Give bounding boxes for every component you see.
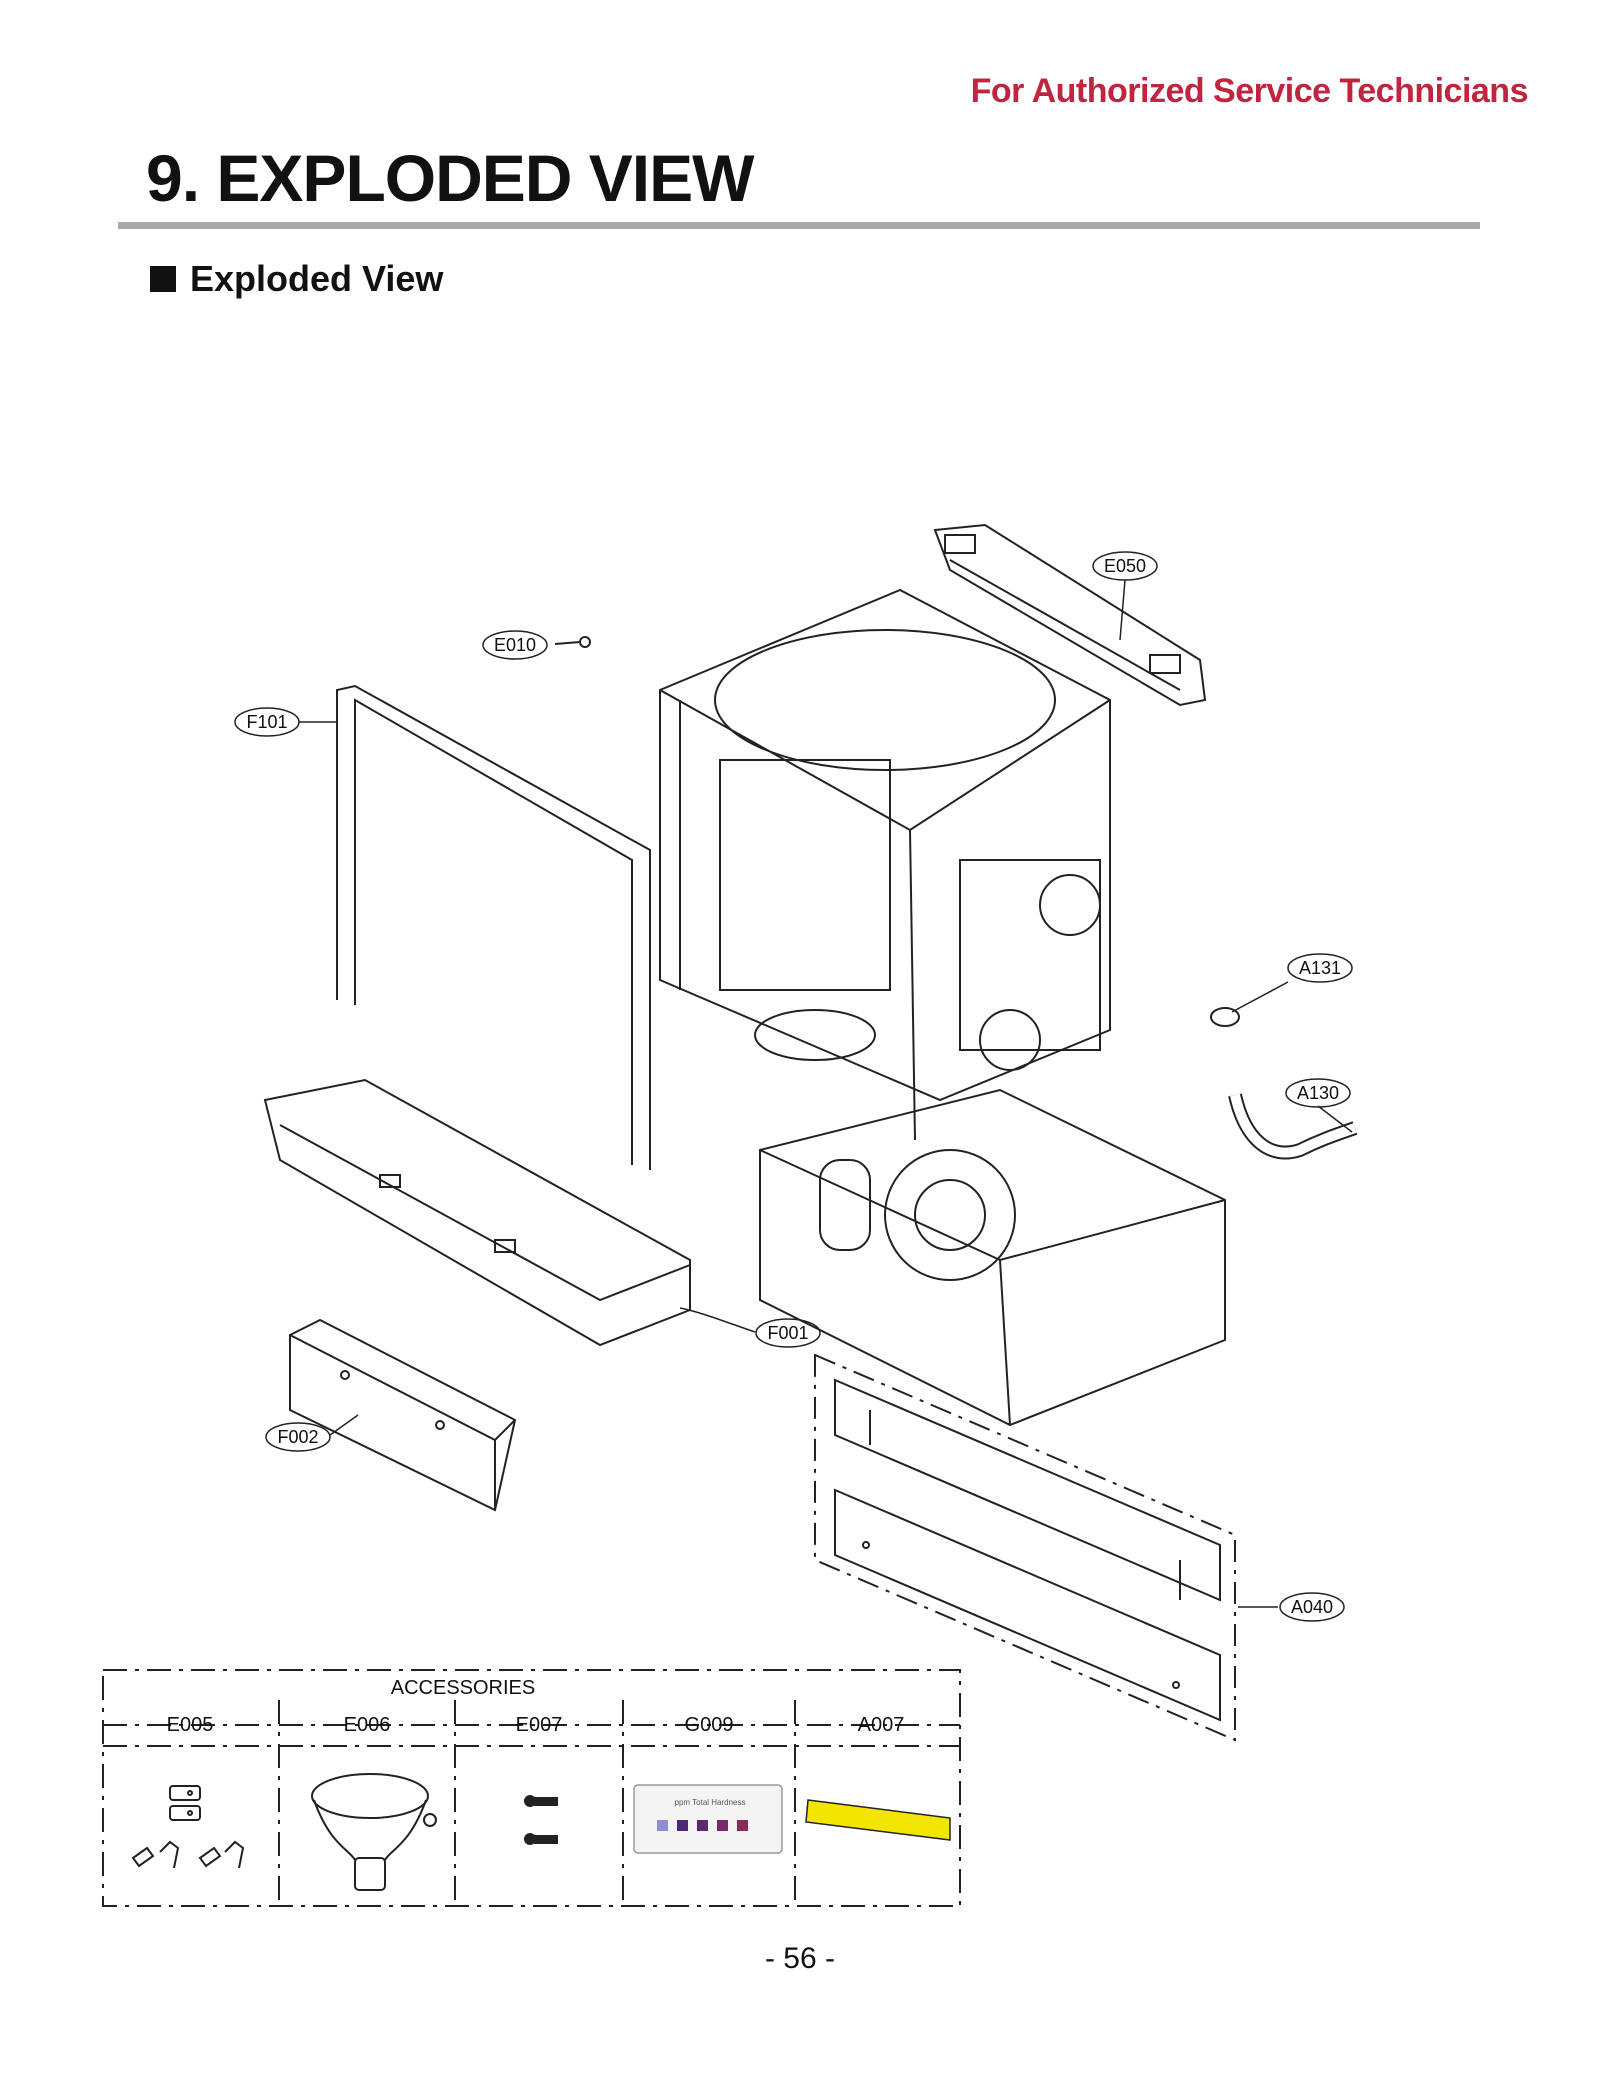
callout-a040-label: A040: [1291, 1597, 1333, 1617]
accessories-box: [102, 1669, 961, 1907]
accessory-test-strip: ppm Total Hardness: [633, 1784, 783, 1854]
callout-f101-label: F101: [246, 712, 287, 732]
callout-e010-oval: [482, 630, 548, 660]
subsection-heading: Exploded View: [150, 258, 443, 300]
callout-f002-oval: [265, 1422, 331, 1452]
test-strip-swatch-4: [717, 1820, 728, 1831]
callout-f001-label: F001: [767, 1323, 808, 1343]
part-screw-e010: [554, 636, 591, 648]
accessory-code-a007: A007: [858, 1714, 905, 1736]
test-strip-swatch-3: [697, 1820, 708, 1831]
part-base: [759, 1088, 1226, 1427]
square-bullet-icon: [150, 266, 176, 292]
page-number: - 56 -: [764, 1942, 836, 1975]
section-title: 9. EXPLODED VIEW: [146, 141, 754, 215]
callout-e050-oval: [1092, 551, 1158, 581]
callout-a130-label: A130: [1297, 1083, 1339, 1103]
accessory-funnel: [311, 1773, 437, 1891]
test-strip-swatch-5: [737, 1820, 748, 1831]
accessory-code-e005: E005: [167, 1714, 214, 1736]
test-strip-label: ppm Total Hardness: [675, 1798, 746, 1807]
leader-lines: [299, 579, 1353, 1608]
accessory-code-e007: E007: [516, 1714, 563, 1736]
callout-f002-label: F002: [277, 1427, 318, 1447]
title-rule: [118, 222, 1480, 229]
accessory-tape: [805, 1799, 951, 1841]
part-gasket-ring: [1210, 1007, 1240, 1027]
callout-a130-oval: [1285, 1078, 1351, 1108]
callout-f001-oval: [755, 1318, 821, 1348]
callout-a040-oval: [1279, 1592, 1345, 1622]
callout-e050-label: E050: [1104, 556, 1146, 576]
subsection-title: Exploded View: [190, 258, 444, 299]
accessory-clips-screws: [131, 1785, 245, 1869]
accessory-code-e006: E006: [344, 1714, 391, 1736]
part-kick-plate: [814, 1353, 1236, 1742]
test-strip-swatch-1: [657, 1820, 668, 1831]
part-top-rail: [933, 523, 1207, 707]
callout-a131-label: A131: [1299, 958, 1341, 978]
part-control-panel: [263, 1078, 691, 1347]
part-door-gasket: [336, 684, 651, 1170]
accessories-title: ACCESSORIES: [391, 1677, 535, 1699]
callout-f101-oval: [234, 707, 300, 737]
callout-a131-oval: [1287, 953, 1353, 983]
part-cover: [289, 1318, 517, 1512]
part-drain-hose: [1228, 1093, 1358, 1160]
part-tub: [659, 588, 1111, 1141]
callout-e010-label: E010: [494, 635, 536, 655]
accessory-screws: [524, 1795, 558, 1845]
test-strip-swatch-2: [677, 1820, 688, 1831]
header-note: For Authorized Service Technicians: [970, 72, 1529, 110]
accessory-code-g009: G009: [685, 1714, 734, 1736]
